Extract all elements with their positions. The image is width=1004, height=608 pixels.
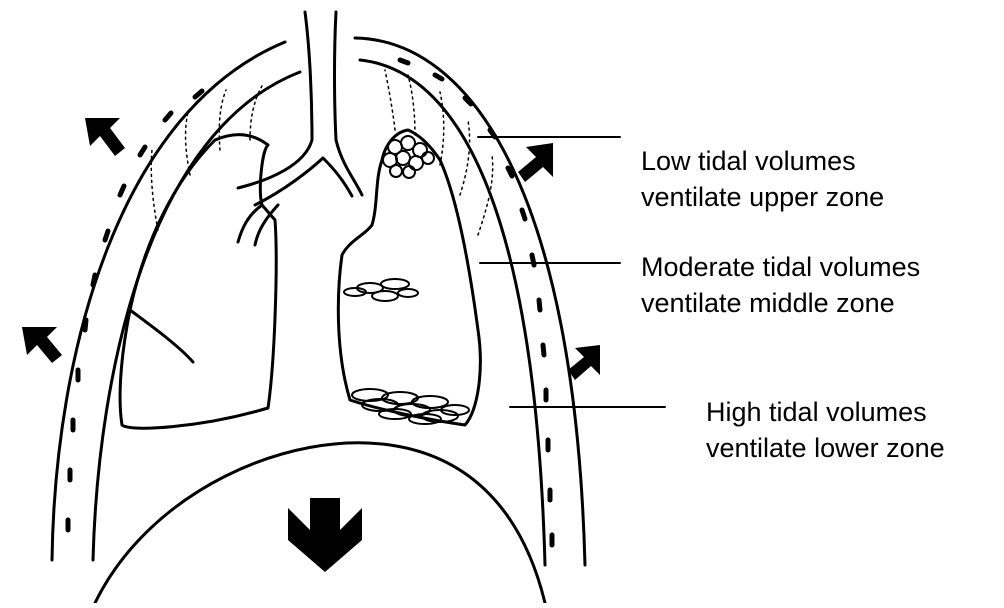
leader-lines xyxy=(478,137,665,407)
label-upper-zone: Low tidal volumes ventilate upper zone xyxy=(641,143,884,215)
label-lower-line2: ventilate lower zone xyxy=(706,430,945,466)
label-upper-line2: ventilate upper zone xyxy=(641,179,884,215)
label-upper-line1: Low tidal volumes xyxy=(641,143,884,179)
label-middle-line1: Moderate tidal volumes xyxy=(641,249,920,285)
outward-arrow-icon xyxy=(85,118,125,156)
left-lung-fissure xyxy=(130,310,193,362)
downward-arrow-icon xyxy=(288,498,362,572)
alveoli-middle xyxy=(344,279,418,301)
arrows xyxy=(22,118,600,572)
outward-arrow-icon xyxy=(568,345,600,380)
outward-arrow-icon xyxy=(22,327,62,363)
left-lung xyxy=(120,135,276,429)
chest-wall-right-inner xyxy=(360,60,545,565)
label-lower-zone: High tidal volumes ventilate lower zone xyxy=(706,394,945,466)
carina xyxy=(255,158,352,205)
label-middle-line2: ventilate middle zone xyxy=(641,285,920,321)
label-middle-zone: Moderate tidal volumes ventilate middle … xyxy=(641,249,920,321)
label-lower-line1: High tidal volumes xyxy=(706,394,945,430)
right-lung xyxy=(338,130,480,425)
outward-arrow-icon xyxy=(518,143,553,182)
rib-marks xyxy=(68,60,552,545)
